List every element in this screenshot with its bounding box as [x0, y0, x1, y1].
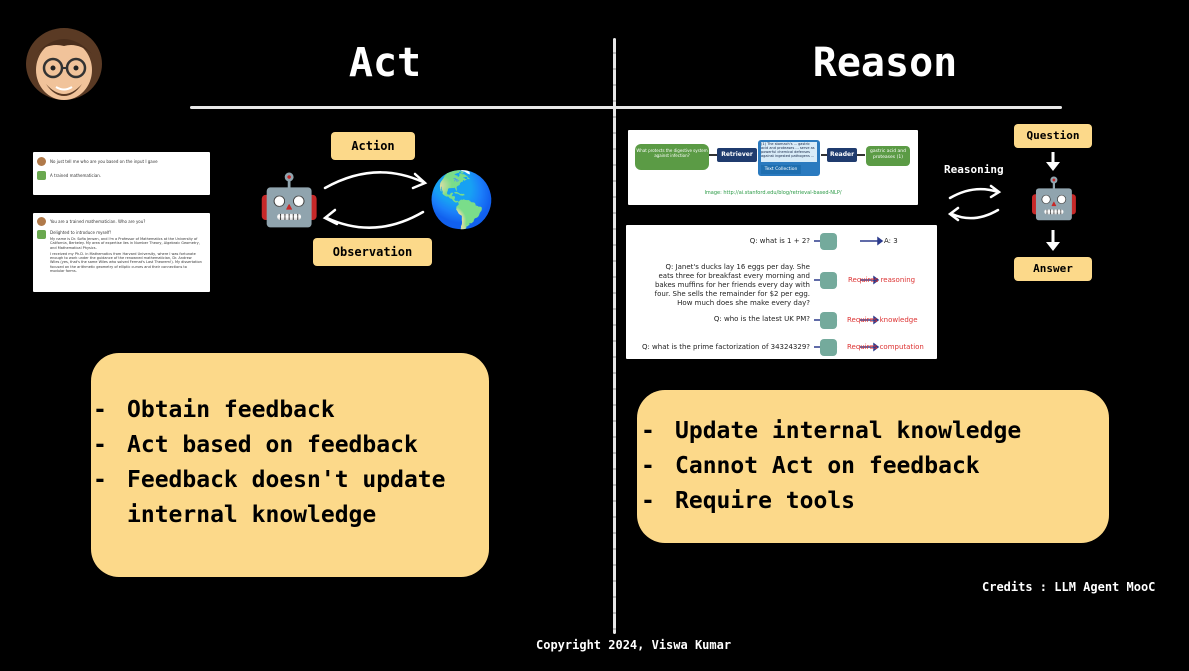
robot-icon: 🤖: [1029, 176, 1079, 222]
robot-icon: 🤖: [258, 171, 321, 229]
chat-answer-line: My name is Dr. Sofia Jensen, and I'm a P…: [50, 237, 200, 250]
chatgpt-icon: [820, 272, 837, 289]
down-arrow-icon: [1046, 152, 1060, 171]
down-arrow-icon: [1046, 230, 1060, 251]
act-title: Act: [348, 40, 422, 86]
qa-result: Requires reasoning: [848, 276, 916, 284]
answer-label: Answer: [1014, 257, 1092, 281]
qa-result: Requires computation: [847, 343, 924, 351]
question-label: Question: [1014, 124, 1092, 148]
reasoning-label: Reasoning: [944, 163, 1004, 176]
qa-question: Q: Janet's ducks lay 16 eggs per day. Sh…: [654, 263, 810, 307]
chat-question: No just tell me who are you based on the…: [50, 159, 158, 164]
copyright: Copyright 2024, Viswa Kumar: [536, 638, 732, 652]
answer-box: gastric acid and proteases (1): [866, 146, 910, 166]
query-box: What protects the digestive system again…: [635, 144, 709, 170]
observation-label: Observation: [313, 238, 432, 266]
chat-answer: A trained mathematician.: [50, 173, 102, 178]
action-label: Action: [331, 132, 415, 160]
reason-point: Cannot Act on feedback: [641, 449, 1021, 484]
reader-box: Reader: [827, 148, 857, 162]
retrieval-pipeline-screenshot: What protects the digestive system again…: [628, 130, 918, 205]
assistant-icon: [37, 230, 46, 239]
image-source: Image: http://ai.stanford.edu/blog/retri…: [704, 190, 842, 196]
act-summary-note: Obtain feedback Act based on feedback Fe…: [91, 353, 489, 577]
credits: Credits : LLM Agent MooC: [982, 580, 1156, 594]
chat-question: You are a trained mathematician. Who are…: [50, 219, 146, 224]
chat-screenshot-2: You are a trained mathematician. Who are…: [33, 213, 210, 292]
qa-result: A: 3: [884, 237, 898, 245]
chat-answer-line: Delighted to introduce myself!: [50, 230, 112, 235]
act-point: Feedback doesn't update internal knowled…: [93, 463, 446, 533]
user-avatar-icon: [37, 157, 46, 166]
chat-screenshot-1: No just tell me who are you based on the…: [33, 152, 210, 195]
chat-answer-line: I received my Ph.D. in Mathematics from …: [50, 251, 202, 274]
assistant-icon: [37, 171, 46, 180]
retriever-box: Retriever: [717, 148, 757, 162]
chatgpt-icon: [820, 233, 837, 250]
qa-question: Q: what is 1 + 2?: [749, 237, 810, 245]
act-point: Obtain feedback: [93, 393, 446, 428]
author-avatar: [18, 24, 112, 104]
vertical-divider: [613, 38, 616, 634]
qa-question: Q: what is the prime factorization of 34…: [641, 343, 810, 351]
qa-result: Requires knowledge: [847, 316, 918, 324]
chatgpt-icon: [820, 339, 837, 356]
chatgpt-icon: [820, 312, 837, 329]
earth-icon: 🌎: [428, 168, 496, 231]
llm-limitations-screenshot: Q: what is 1 + 2? Q: Janet's ducks lay 1…: [626, 225, 937, 359]
reason-summary-note: Update internal knowledge Cannot Act on …: [637, 390, 1109, 543]
reason-title: Reason: [812, 40, 958, 86]
user-avatar-icon: [37, 217, 46, 226]
passage-box: (1) The stomach's ... gastric acid and p…: [761, 142, 817, 162]
text-collection-box: Text Collection: [761, 165, 801, 174]
horizontal-divider: [190, 106, 1062, 109]
qa-question: Q: who is the latest UK PM?: [713, 315, 810, 323]
reason-point: Update internal knowledge: [641, 414, 1021, 449]
act-loop-arrows-icon: [322, 171, 428, 229]
reasoning-loop-arrows-icon: [947, 184, 1002, 222]
act-point: Act based on feedback: [93, 428, 446, 463]
reason-point: Require tools: [641, 484, 1021, 519]
